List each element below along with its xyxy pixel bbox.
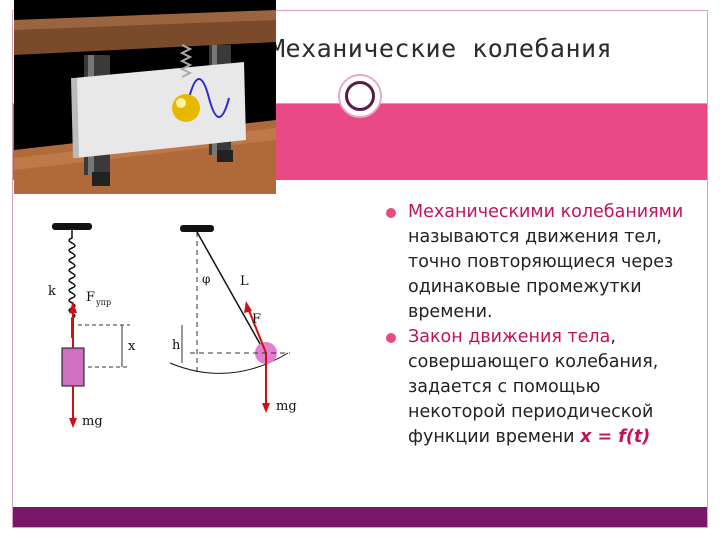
label-L: L — [240, 274, 249, 289]
slide-title: Механические колебания — [270, 34, 613, 63]
bullet-dot-icon — [386, 208, 396, 218]
bullet-dot-icon — [386, 333, 396, 343]
label-force-spring: F — [86, 290, 95, 305]
bullet-law: Закон движения тела, совершающего колеба… — [384, 325, 694, 450]
label-mg-right: mg — [276, 399, 297, 414]
bottom-band — [13, 507, 707, 527]
definition-highlight: Механическими колебаниями — [408, 202, 684, 222]
content-text: Механическими колебаниями называются дви… — [384, 200, 694, 450]
oscillation-apparatus-image — [14, 0, 276, 194]
label-h: h — [172, 338, 181, 353]
pendulum-diagram: k F упр x mg φ L F h mg — [30, 213, 320, 435]
slide-frame — [12, 10, 708, 528]
label-force-spring-sub: упр — [96, 298, 111, 307]
bullet-definition: Механическими колебаниями называются дви… — [384, 200, 694, 325]
label-mg-left: mg — [82, 414, 103, 429]
law-highlight: Закон движения тела — [408, 327, 611, 347]
law-formula: x = f(t) — [580, 427, 651, 447]
ring-icon — [338, 74, 382, 118]
label-k: k — [48, 284, 56, 299]
label-x: x — [128, 339, 136, 354]
label-F: F — [252, 312, 261, 327]
law-text: , совершающего колебания, задается с пом… — [408, 327, 659, 447]
definition-text: называются движения тел, точно повторяющ… — [408, 227, 674, 322]
label-phi: φ — [202, 272, 210, 286]
